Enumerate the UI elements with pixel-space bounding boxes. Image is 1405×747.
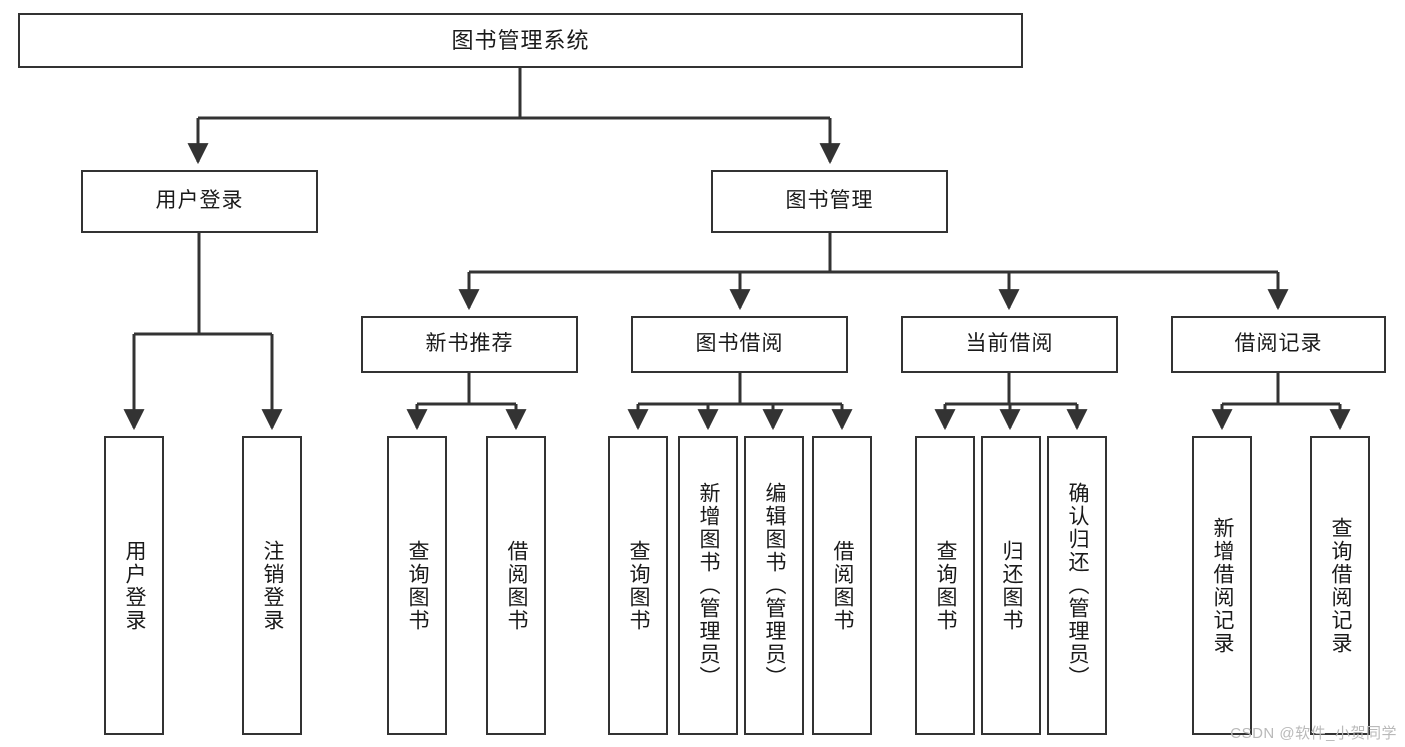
node-current-borrow[interactable]: 当前借阅 [901, 316, 1118, 373]
leaf-record-query[interactable]: 查询借阅记录 [1310, 436, 1370, 735]
leaf-label: 查询图书 [627, 539, 651, 632]
leaf-current-return-book[interactable]: 归还图书 [981, 436, 1041, 735]
watermark-text: CSDN @软件_小贺同学 [1230, 725, 1397, 742]
node-user-login[interactable]: 用户登录 [81, 170, 318, 233]
leaf-user-login-signout[interactable]: 注销登录 [242, 436, 302, 735]
leaf-borrow-add-book-admin[interactable]: 新增图书（管理员） [678, 436, 738, 735]
leaf-new-book-borrow[interactable]: 借阅图书 [486, 436, 546, 735]
node-borrow-record[interactable]: 借阅记录 [1171, 316, 1386, 373]
leaf-user-login-signin[interactable]: 用户登录 [104, 436, 164, 735]
leaf-record-add[interactable]: 新增借阅记录 [1192, 436, 1252, 735]
leaf-current-query-book[interactable]: 查询图书 [915, 436, 975, 735]
leaf-label: 借阅图书 [831, 539, 855, 632]
leaf-label: 查询借阅记录 [1329, 516, 1353, 655]
leaf-current-confirm-return-admin[interactable]: 确认归还（管理员） [1047, 436, 1107, 735]
leaf-borrow-edit-book-admin[interactable]: 编辑图书（管理员） [744, 436, 804, 735]
leaf-label: 新增图书（管理员） [697, 482, 721, 689]
leaf-label: 借阅图书 [505, 539, 529, 632]
leaf-borrow-borrow-book[interactable]: 借阅图书 [812, 436, 872, 735]
node-book-borrow[interactable]: 图书借阅 [631, 316, 848, 373]
leaf-label: 查询图书 [406, 539, 430, 632]
leaf-label: 查询图书 [934, 539, 958, 632]
leaf-new-book-query[interactable]: 查询图书 [387, 436, 447, 735]
node-book-management[interactable]: 图书管理 [711, 170, 948, 233]
leaf-label: 编辑图书（管理员） [763, 482, 787, 689]
node-new-book-recommend[interactable]: 新书推荐 [361, 316, 578, 373]
leaf-label: 确认归还（管理员） [1066, 482, 1090, 689]
leaf-borrow-query-book[interactable]: 查询图书 [608, 436, 668, 735]
leaf-label: 归还图书 [1000, 539, 1024, 632]
leaf-label: 用户登录 [123, 539, 147, 632]
node-root[interactable]: 图书管理系统 [18, 13, 1023, 68]
leaf-label: 新增借阅记录 [1211, 516, 1235, 655]
leaf-label: 注销登录 [261, 539, 285, 632]
